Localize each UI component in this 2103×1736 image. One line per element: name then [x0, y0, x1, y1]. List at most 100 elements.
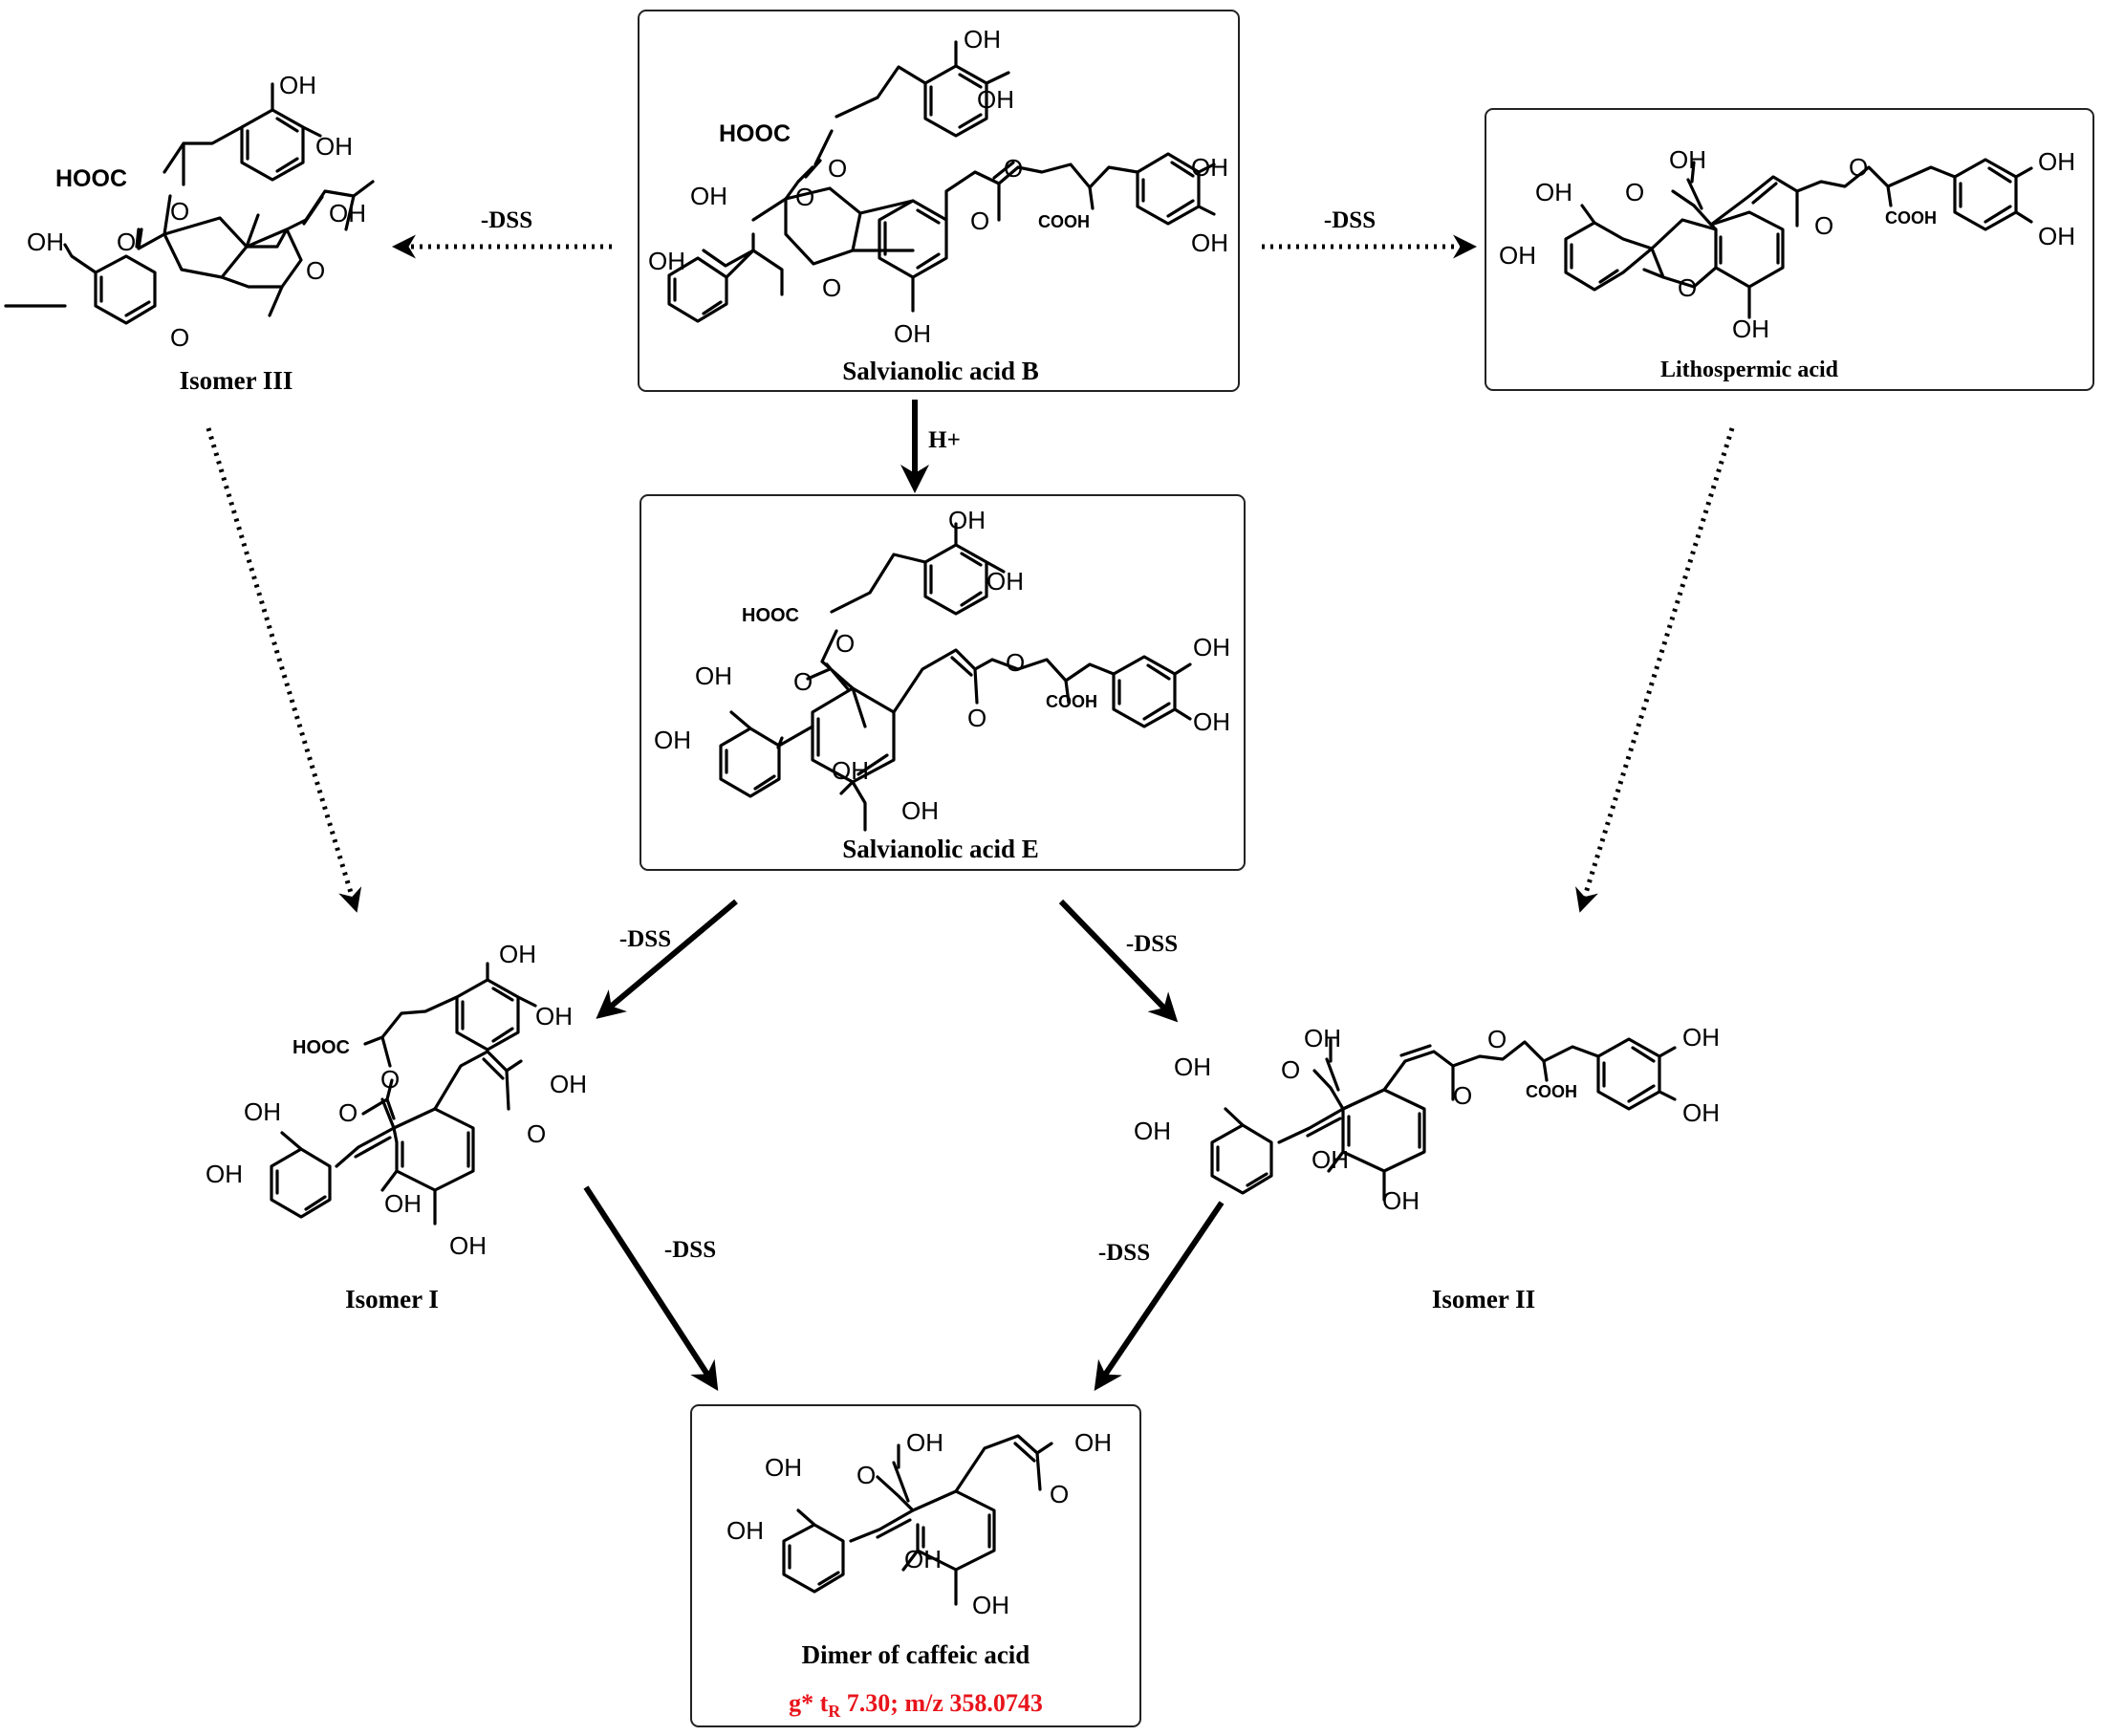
- atom-label: OH: [1732, 315, 1769, 343]
- atom-label: OH: [1074, 1428, 1112, 1457]
- atom-label: O: [1004, 154, 1023, 183]
- atom-label: OH: [449, 1231, 487, 1260]
- atom-label: OH: [1193, 633, 1230, 662]
- arrow-e-to-i: [596, 899, 738, 1019]
- atom-label: OH: [1382, 1186, 1420, 1215]
- atom-label: COOH: [1526, 1082, 1577, 1101]
- atom-label: COOH: [1038, 212, 1090, 231]
- atom-label: OH: [1312, 1145, 1349, 1174]
- atom-label: HOOC: [719, 120, 791, 147]
- atom-label: OH: [499, 940, 536, 968]
- atom-label: O: [856, 1461, 876, 1489]
- isomer-iii-structure: [4, 82, 375, 325]
- atom-label: O: [306, 256, 325, 285]
- atom-label: O: [170, 197, 189, 226]
- atom-label: O: [1487, 1025, 1507, 1053]
- atom-label: OH: [765, 1453, 802, 1482]
- atom-label: OH: [726, 1516, 764, 1545]
- atom-label: OH: [1535, 178, 1572, 206]
- atom-label: O: [380, 1065, 400, 1094]
- salvianolic-b-structure: [667, 40, 1216, 323]
- atom-label: OH: [1682, 1023, 1720, 1052]
- atom-label: OH: [206, 1160, 243, 1188]
- compound-name-isomer-ii: Isomer II: [1432, 1285, 1535, 1313]
- salvianolic-b-box: [638, 10, 1240, 392]
- atom-label: OH: [2038, 222, 2075, 250]
- atom-label: OH: [279, 71, 316, 99]
- atom-label: O: [793, 667, 813, 696]
- atom-label: O: [828, 154, 847, 183]
- atom-label: O: [970, 206, 989, 235]
- atom-label: OH: [1191, 228, 1228, 257]
- atom-label: OH: [1174, 1052, 1211, 1081]
- atom-label: OH: [550, 1070, 587, 1098]
- atom-label: O: [967, 704, 986, 732]
- atom-label: O: [835, 629, 855, 658]
- atom-label: COOH: [1046, 692, 1097, 711]
- reaction-label-e-to-i: -DSS: [619, 926, 671, 952]
- atom-label: OH: [1134, 1117, 1171, 1145]
- atom-label: O: [1678, 273, 1697, 302]
- arrow-i-to-dimer: [583, 1185, 719, 1392]
- lithospermic-structure: [1564, 158, 2033, 319]
- isomer-i-structure: [270, 962, 537, 1226]
- reaction-label-b-to-iii: -DSS: [481, 207, 532, 233]
- atom-label: HOOC: [742, 605, 799, 626]
- atom-label: OH: [986, 567, 1024, 596]
- dimer-structure: [782, 1434, 1053, 1606]
- atom-label: OH: [329, 199, 366, 228]
- compound-name-isomer-iii: Isomer III: [180, 366, 293, 395]
- atom-label: OH: [906, 1428, 943, 1457]
- atom-label: O: [1281, 1055, 1300, 1084]
- atom-label: OH: [648, 247, 685, 275]
- atom-label: COOH: [1885, 208, 1937, 228]
- atom-label: O: [1814, 211, 1833, 240]
- atom-label: OH: [384, 1189, 422, 1218]
- compound-name-dimer: Dimer of caffeic acid: [802, 1640, 1030, 1669]
- atom-label: OH: [904, 1545, 942, 1573]
- compound-name-isomer-i: Isomer I: [345, 1285, 439, 1313]
- lithospermic-box: [1485, 108, 2094, 391]
- atom-label: O: [338, 1098, 358, 1127]
- salvianolic-e-box: [640, 494, 1246, 871]
- atom-label: OH: [972, 1591, 1009, 1619]
- arrow-litho-to-ii: [1575, 427, 1735, 913]
- isomer-ii-structure: [1210, 1037, 1677, 1202]
- atom-label: OH: [1304, 1024, 1341, 1052]
- atom-label: OH: [964, 25, 1001, 54]
- atom-label: OH: [901, 796, 939, 825]
- atom-label: OH: [695, 662, 732, 690]
- atom-label: OH: [894, 319, 931, 348]
- compound-name-salvianolic-e: Salvianolic acid E: [842, 835, 1039, 863]
- atom-label: O: [527, 1119, 546, 1148]
- atom-label: OH: [535, 1002, 573, 1031]
- dimer-retention-note: g* tR 7.30; m/z 358.0743: [789, 1689, 1043, 1721]
- atom-label: OH: [244, 1097, 281, 1126]
- atom-label: OH: [27, 228, 64, 256]
- arrow-ii-to-dimer: [1094, 1201, 1225, 1391]
- atom-label: OH: [1499, 241, 1536, 270]
- compound-name-salvianolic-b: Salvianolic acid B: [842, 357, 1039, 385]
- compound-name-lithospermic: Lithospermic acid: [1660, 358, 1839, 382]
- atom-label: O: [795, 183, 814, 211]
- atom-label: OH: [948, 506, 986, 534]
- reaction-label-b-to-litho: -DSS: [1324, 207, 1376, 233]
- atom-label: OH: [690, 182, 727, 210]
- atom-label: OH: [1669, 145, 1706, 174]
- atom-label: OH: [1193, 707, 1230, 736]
- atom-label: O: [1050, 1480, 1069, 1508]
- reaction-label-ii-to-dimer: -DSS: [1098, 1240, 1150, 1266]
- reaction-label-e-to-ii: -DSS: [1126, 931, 1178, 957]
- atom-label: HOOC: [293, 1037, 350, 1058]
- atom-label: O: [822, 273, 841, 302]
- atom-label: OH: [832, 756, 869, 785]
- reaction-label-i-to-dimer: -DSS: [664, 1237, 716, 1263]
- dimer-box: [690, 1404, 1141, 1727]
- atom-label: O: [117, 228, 136, 256]
- atom-label: OH: [977, 85, 1014, 114]
- arrow-e-to-ii: [1058, 899, 1179, 1023]
- atom-label: OH: [1682, 1098, 1720, 1127]
- atom-label: O: [1849, 153, 1868, 182]
